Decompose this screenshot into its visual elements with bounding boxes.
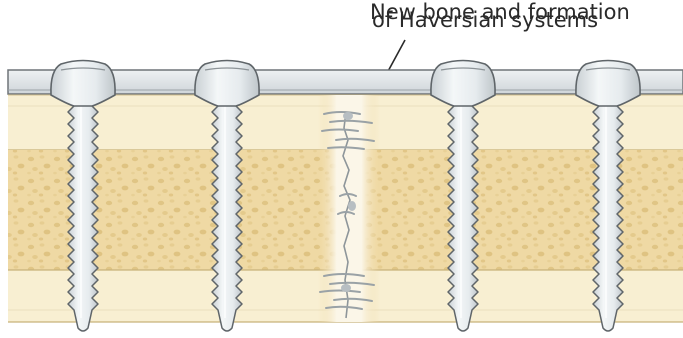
screw-shaft (68, 92, 98, 331)
annotation-label: New bone and formation of Haversian syst… (370, 0, 630, 32)
screw-head (51, 61, 115, 107)
fracture-new-bone (318, 95, 380, 322)
screw-shaft (448, 92, 478, 331)
screw-shaft (593, 92, 623, 331)
screw-head (576, 61, 640, 107)
screw-head (431, 61, 495, 107)
screw-shaft (212, 92, 242, 331)
annotation-line-2: of Haversian systems (372, 8, 598, 32)
screw-head (195, 61, 259, 107)
